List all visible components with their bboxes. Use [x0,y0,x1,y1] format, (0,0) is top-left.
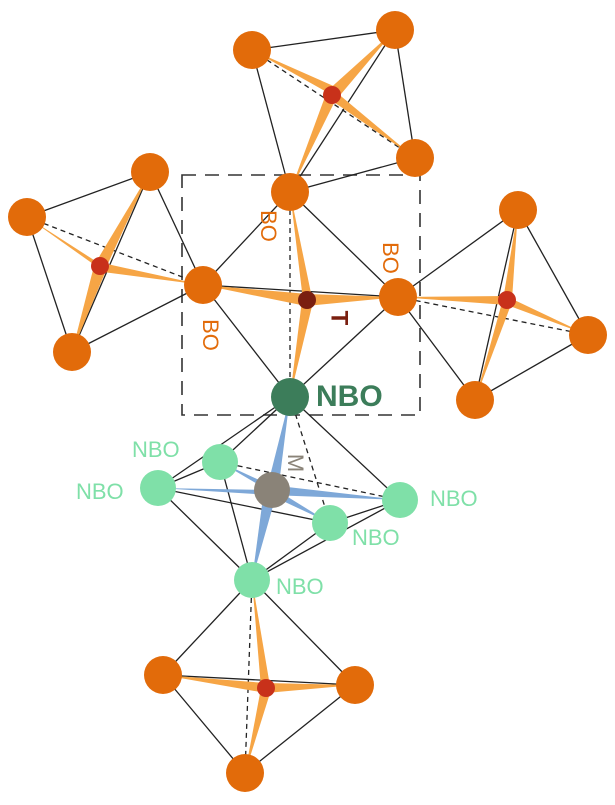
nbo-label: NBO [276,574,324,599]
nbo-label-main: NBO [316,380,383,413]
bridging-oxygen-top [271,173,309,211]
nbo-oxygen [382,482,418,518]
oxygen [144,656,182,694]
nbo-label: NBO [430,486,478,511]
tetra-right-center [498,291,516,309]
bo-label: BO [256,210,281,242]
t-label: T [326,311,353,326]
nbo-oxygen [140,470,176,506]
nbo-oxygen [312,505,348,541]
tetrahedron-left [8,153,204,371]
tetra-top-center [323,86,341,104]
tetrahedron-right [397,191,607,419]
modifier-cation [254,472,290,508]
tetra-left-center [91,257,109,275]
oxygen [456,381,494,419]
tetrahedron-top [233,11,434,193]
nbo-label: NBO [132,437,180,462]
nbo-oxygen [202,444,238,480]
nbo-oxygen [234,562,270,598]
oxygen [226,754,264,792]
bo-label: BO [378,242,403,274]
oxygen [233,31,271,69]
oxygen [499,191,537,229]
bridging-oxygen-left [184,266,222,304]
m-label: M [283,454,308,472]
bridging-oxygen-right [379,278,417,316]
nbo-label: NBO [352,525,400,550]
tetra-central-center [298,291,316,309]
oxygen [53,333,91,371]
bo-label: BO [198,319,223,351]
tetrahedron-central [202,191,399,398]
tetrahedron-bottom [144,579,374,792]
nbo-label: NBO [76,479,124,504]
oxygen [8,198,46,236]
oxygen [336,666,374,704]
oxygen [569,316,607,354]
modifier-polyhedron [140,396,418,598]
oxygen [396,139,434,177]
oxygen [131,153,169,191]
oxygen [376,11,414,49]
tetra-bottom-center [257,679,275,697]
nbo-oxygen-main [271,378,309,416]
